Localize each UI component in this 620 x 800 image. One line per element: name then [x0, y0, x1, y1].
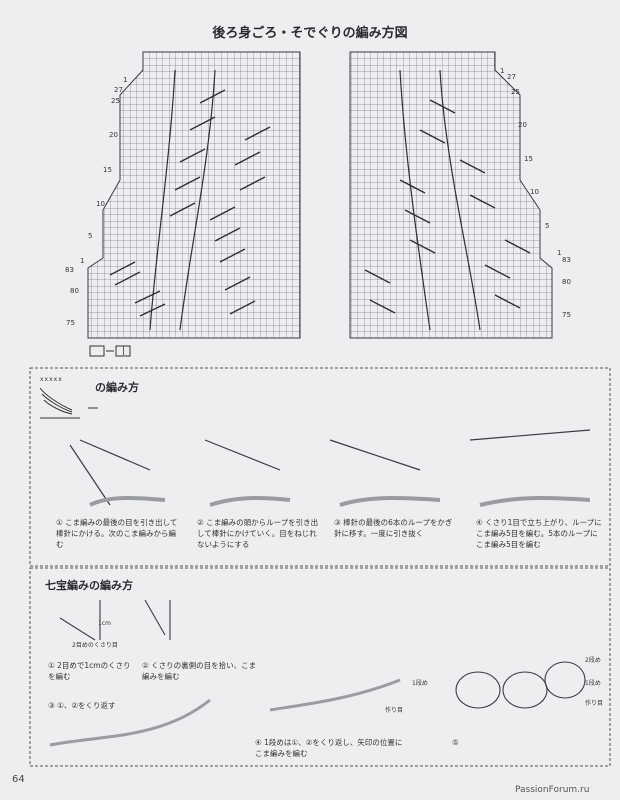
bundle-icon-marks: xxxxx: [40, 376, 63, 383]
label-start-chain: 作り目: [385, 707, 404, 714]
right-row-label: 1: [557, 249, 562, 257]
label-1cm: 1cm: [98, 620, 111, 627]
step4-caption: ④ くさり1目で立ち上がり、ループにこま編み5目を編む。5本のループにこま編み5…: [476, 518, 602, 549]
right-row-label: 15: [524, 155, 533, 163]
left-row-label: 1: [123, 76, 128, 84]
right-row-label: 80: [562, 278, 571, 286]
left-row-label: 20: [109, 131, 118, 139]
label-row1: 1段め: [412, 680, 428, 687]
right-knitting-chart: [349, 51, 553, 339]
chart-title: 後ろ身ごろ・そでぐりの編み方図: [212, 26, 408, 41]
section1-title: の編み方: [95, 381, 139, 394]
label-row1-right: 1段め: [585, 680, 601, 687]
section1-box: [29, 367, 611, 567]
section2-title: 七宝編みの編み方: [45, 579, 133, 592]
s2-step1-caption: ① 2目めで1cmのくさりを編む: [48, 661, 131, 681]
right-row-label: 10: [530, 188, 539, 196]
s2-step2-caption: ② くさりの裏側の目を拾い、こま編みを編む: [142, 661, 257, 681]
right-row-label: 83: [562, 256, 571, 264]
left-row-label: 1: [80, 257, 85, 265]
s2-step5-caption: ⑤: [452, 738, 459, 747]
step-illustrations-2: [49, 599, 586, 747]
page-number: 64: [12, 774, 25, 785]
step2-caption: ② こま編みの頭からループを引き出して棒針にかけていく。目をねじれないようにする: [197, 518, 319, 549]
left-row-label: 5: [88, 232, 93, 240]
s2-step3-caption: ③ ①、②をくり返す: [48, 701, 116, 710]
legend-empty-box: [89, 345, 131, 357]
right-row-label: 1: [500, 67, 505, 75]
left-row-label: 75: [66, 319, 75, 327]
section2-box: [29, 567, 611, 767]
left-row-label: 15: [103, 166, 112, 174]
label-chain-stitch: 2目めのくさり目: [72, 642, 118, 649]
step3-caption: ③ 棒針の最後の6本のループをかぎ針に移す。一度に引き抜く: [334, 518, 453, 538]
left-knitting-chart: [87, 51, 301, 339]
right-row-label: 75: [562, 311, 571, 319]
label-row2: 2段め: [585, 657, 601, 664]
left-row-label: 27: [114, 86, 123, 94]
right-row-label: 25: [511, 88, 520, 96]
left-row-label: 25: [111, 97, 120, 105]
s2-step4-caption: ④ 1段めは①、②をくり返し、矢印の位置にこま編みを編む: [255, 738, 403, 758]
step-illustrations-1: [69, 429, 591, 507]
right-row-label: 27: [507, 73, 516, 81]
step1-caption: ① こま編みの最後の目を引き出して棒針にかける。次のこま編みから編む: [56, 518, 178, 549]
bundle-icon: [39, 387, 98, 419]
label-start-right: 作り目: [585, 700, 604, 707]
left-row-label: 83: [65, 266, 74, 274]
right-row-label: 20: [518, 121, 527, 129]
legend-symbol: |: [122, 346, 126, 356]
right-row-label: 5: [545, 222, 550, 230]
left-row-label: 80: [70, 287, 79, 295]
watermark: PassionForum.ru: [515, 785, 590, 795]
left-row-label: 10: [96, 200, 105, 208]
